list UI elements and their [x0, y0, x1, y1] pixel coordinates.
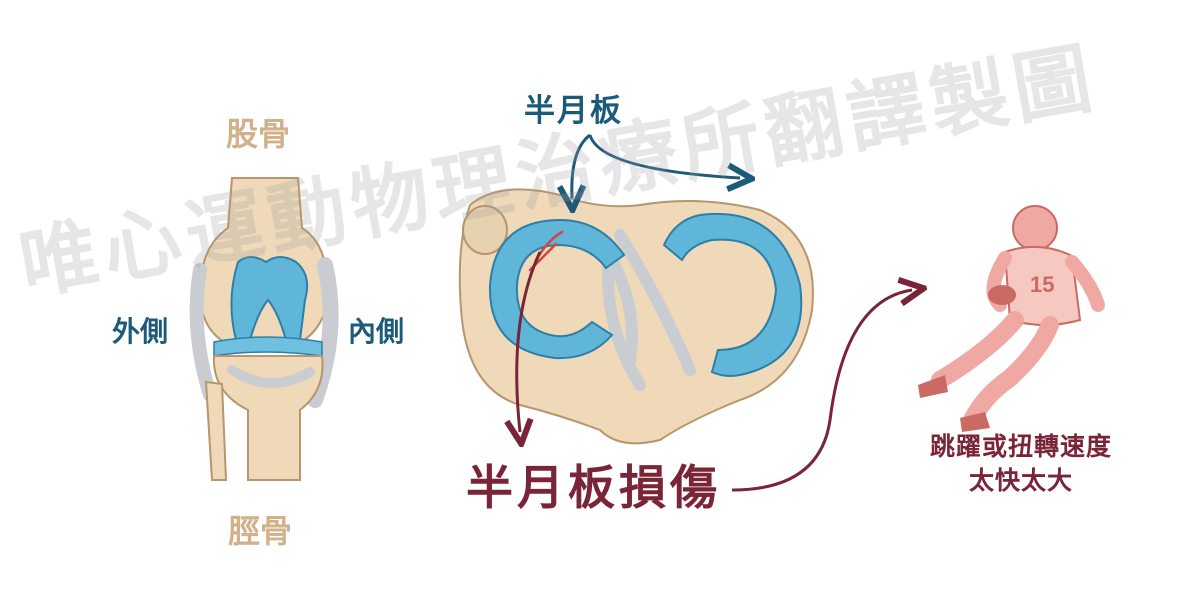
meniscus-arrow-right [588, 134, 740, 178]
jersey-number: 15 [1030, 272, 1054, 297]
injury-pointer-arrow [517, 251, 542, 432]
label-lateral: 外側 [112, 315, 169, 348]
player-leg-back [931, 311, 1024, 389]
lateral-ligament [189, 263, 217, 402]
lateral-meniscus [488, 218, 626, 360]
fibula-bone [204, 380, 228, 481]
knee-front-illustration [189, 177, 339, 481]
player-torso [1003, 245, 1082, 326]
label-cause: 跳躍或扭轉速度 太快太大 [905, 430, 1137, 498]
label-meniscus: 半月板 [524, 93, 623, 129]
football [988, 285, 1016, 305]
fibula-head [462, 205, 508, 255]
tibia-bone [212, 355, 324, 481]
label-cause-line2: 太快太大 [968, 465, 1073, 495]
patellar-ligament [227, 365, 315, 388]
label-femur: 股骨 [226, 115, 291, 153]
player-shoe-front [960, 412, 990, 432]
label-cause-line1: 跳躍或扭轉速度 [929, 432, 1112, 461]
label-medial: 內側 [348, 315, 405, 348]
label-tibia: 脛骨 [228, 512, 293, 550]
player-leg-front [963, 316, 1059, 429]
player-helmet [1012, 205, 1058, 251]
medial-meniscus [662, 212, 803, 377]
label-meniscus-injury: 半月板損傷 [466, 461, 721, 516]
player-arm-right [1065, 255, 1105, 312]
meniscus-band [213, 336, 323, 357]
player-shoe-back [918, 375, 948, 398]
cause-arrow [731, 290, 912, 492]
meniscus-arrow-left [572, 133, 591, 198]
tibial-plateau-illustration [458, 188, 814, 445]
football-player-illustration: 15 [918, 205, 1105, 432]
